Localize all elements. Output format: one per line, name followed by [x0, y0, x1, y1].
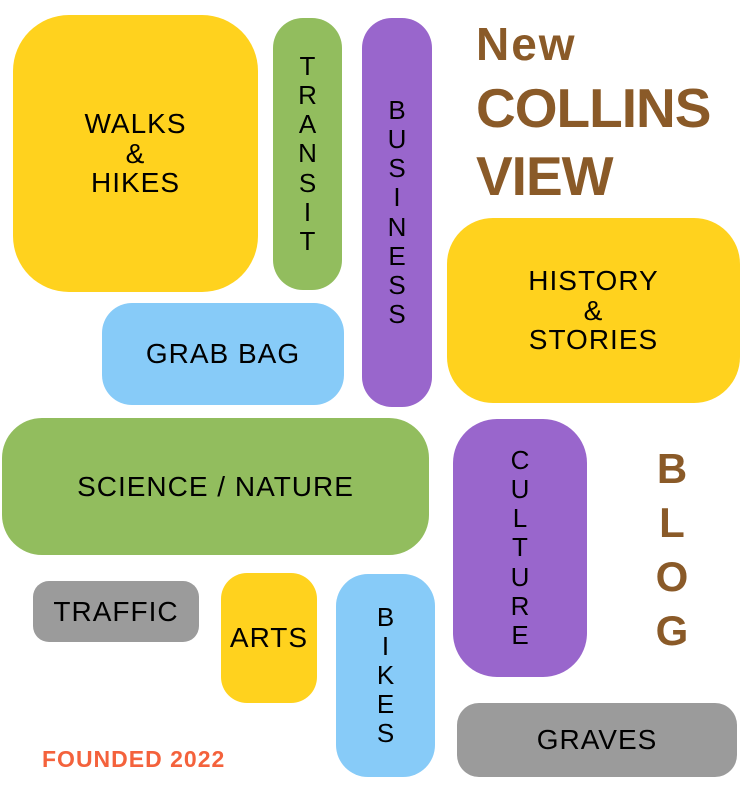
category-tile-grab-bag[interactable]: GRAB BAG [102, 303, 344, 405]
site-title-name-line2: VIEW [476, 145, 614, 207]
site-title: New COLLINS VIEW [476, 14, 711, 210]
tile-label-arts: ARTS [229, 622, 309, 654]
tile-label-graves: GRAVES [536, 724, 658, 756]
category-tile-walks-hikes[interactable]: WALKS & HIKES [13, 15, 258, 292]
category-tile-history-stories[interactable]: HISTORY & STORIES [447, 218, 740, 403]
category-tile-culture[interactable]: C U L T U R E [453, 419, 587, 677]
category-tile-bikes[interactable]: B I K E S [336, 574, 435, 777]
category-tile-science-nature[interactable]: SCIENCE / NATURE [2, 418, 429, 555]
tile-label-walks-hikes: WALKS & HIKES [84, 107, 187, 199]
tile-label-transit: T R A N S I T [298, 51, 317, 256]
tile-label-science-nature: SCIENCE / NATURE [77, 470, 354, 502]
founded-label: FOUNDED 2022 [42, 746, 226, 772]
blog-vertical-word: B L O G [655, 445, 689, 654]
tile-label-traffic: TRAFFIC [53, 595, 179, 627]
site-title-name-line1: COLLINS [476, 77, 711, 139]
tile-label-business: B U S I N E S S [387, 95, 407, 329]
tile-label-history-stories: HISTORY & STORIES [528, 264, 659, 356]
tile-label-grab-bag: GRAB BAG [145, 338, 301, 370]
category-tile-arts[interactable]: ARTS [221, 573, 317, 703]
category-tile-transit[interactable]: T R A N S I T [273, 18, 342, 290]
tile-label-culture: C U L T U R E [510, 445, 530, 650]
category-tile-graves[interactable]: GRAVES [457, 703, 737, 777]
category-tile-traffic[interactable]: TRAFFIC [33, 581, 199, 642]
category-tile-business[interactable]: B U S I N E S S [362, 18, 432, 407]
tile-label-bikes: B I K E S [376, 601, 395, 749]
site-title-prefix: New [476, 18, 577, 70]
